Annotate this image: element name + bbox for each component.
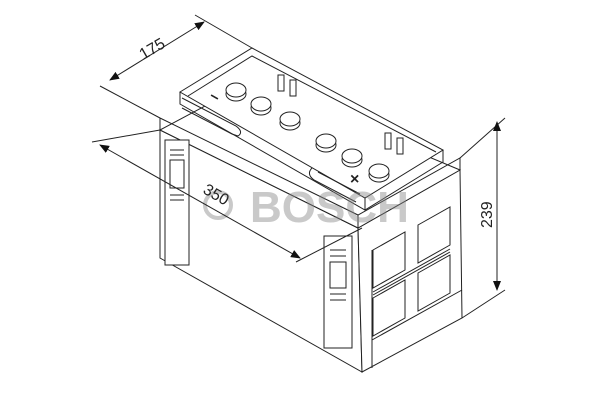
- vent-clip: [289, 79, 297, 97]
- side-handle-right: [323, 235, 353, 349]
- battery-lid: [179, 47, 445, 211]
- width-label: 175: [137, 35, 169, 63]
- cell-cap: [250, 96, 272, 116]
- side-handle-left: [164, 139, 190, 266]
- cell-cap: [341, 148, 363, 168]
- cell-caps: [225, 82, 390, 183]
- height-label: 239: [479, 201, 496, 228]
- cell-cap: [368, 163, 390, 183]
- right-handle: [308, 167, 361, 203]
- svg-text:BOSCH: BOSCH: [250, 183, 409, 232]
- cell-cap: [315, 133, 337, 153]
- dimension-height: 239: [459, 117, 506, 319]
- cell-cap: [225, 82, 247, 102]
- dimension-width: 175: [99, 14, 253, 119]
- vent-clip: [277, 74, 285, 92]
- vent-clip: [396, 137, 404, 155]
- end-face-panels: [372, 206, 451, 337]
- cell-cap: [279, 111, 301, 131]
- left-handle: [181, 97, 242, 137]
- positive-terminal-mark: ×: [350, 171, 359, 188]
- vent-clip: [384, 132, 392, 150]
